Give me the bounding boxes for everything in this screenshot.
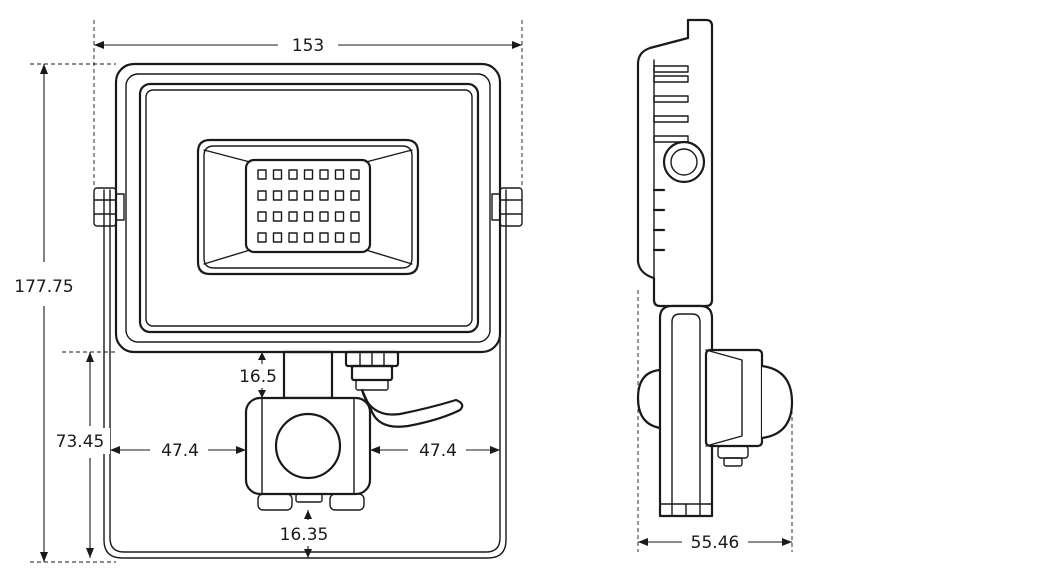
led-chip — [350, 232, 360, 243]
led-chip — [303, 190, 314, 201]
side-sensor-box — [704, 348, 794, 467]
led-chip — [334, 211, 345, 222]
dimension-depth: 55.46 — [637, 290, 793, 553]
right-pivot-bolt — [491, 187, 523, 227]
led-chip — [319, 211, 329, 222]
led-chip — [272, 190, 283, 201]
depth-label: 55.46 — [691, 533, 740, 553]
led-chip — [319, 169, 329, 180]
dimension-sensor-right: 47.4 — [370, 441, 500, 461]
front-view: 153 177.75 73.45 16.5 — [14, 20, 523, 563]
sensor-right-label: 47.4 — [419, 441, 457, 461]
led-chip — [288, 211, 298, 222]
led-chip — [257, 190, 267, 201]
led-chip — [288, 169, 298, 180]
led-chip — [350, 211, 360, 222]
sensor-offset-top-label: 16.5 — [239, 367, 277, 387]
led-array — [257, 169, 360, 243]
side-sensor-dome-left — [636, 368, 662, 430]
width-label: 153 — [292, 36, 324, 56]
cooling-fin — [653, 75, 689, 83]
led-chip — [272, 211, 283, 222]
led-chip — [272, 232, 283, 243]
reflector — [196, 138, 420, 276]
sensor-lens — [274, 412, 342, 480]
sensor-left-label: 47.4 — [161, 441, 199, 461]
dimension-height: 177.75 — [14, 63, 116, 563]
housing-inner — [125, 73, 491, 343]
cooling-fins — [652, 65, 689, 252]
housing-outer — [114, 62, 502, 354]
cooling-fin — [653, 65, 689, 73]
led-chip — [334, 169, 345, 180]
sensor-bottom-label: 16.35 — [280, 525, 329, 545]
cable-gland — [344, 350, 400, 391]
side-pivot-knob — [662, 140, 706, 184]
cooling-fin — [653, 115, 689, 123]
motion-sensor-module — [244, 396, 372, 511]
cooling-fin — [653, 95, 689, 103]
led-chip — [257, 232, 267, 243]
led-chip — [257, 169, 267, 180]
dimension-sensor-offset-top: 16.5 — [234, 352, 282, 398]
led-chip — [350, 190, 360, 201]
led-board — [244, 158, 372, 254]
led-chip — [334, 232, 345, 243]
height-label: 177.75 — [14, 277, 73, 297]
led-chip — [288, 232, 298, 243]
dimension-bracket-height: 73.45 — [52, 351, 116, 558]
sensor-stem — [282, 350, 334, 400]
bracket-height-label: 73.45 — [56, 432, 105, 452]
led-chip — [288, 190, 298, 201]
led-chip — [303, 232, 314, 243]
led-chip — [257, 211, 267, 222]
glass-panel — [138, 82, 480, 334]
led-chip — [319, 190, 329, 201]
led-chip — [334, 190, 345, 201]
side-bracket-arm — [658, 304, 714, 518]
led-chip — [303, 169, 314, 180]
led-chip — [272, 169, 283, 180]
power-cable — [360, 388, 464, 428]
side-view: 55.46 — [636, 18, 794, 553]
dimension-width: 153 — [93, 20, 523, 188]
mounting-bracket — [103, 189, 507, 559]
dimension-sensor-bottom: 16.35 — [280, 510, 329, 558]
glass-panel-inner — [145, 89, 473, 327]
led-chip — [350, 169, 360, 180]
left-pivot-bolt — [93, 187, 125, 227]
led-chip — [319, 232, 329, 243]
led-chip — [303, 211, 314, 222]
dimension-sensor-left: 47.4 — [110, 441, 246, 461]
